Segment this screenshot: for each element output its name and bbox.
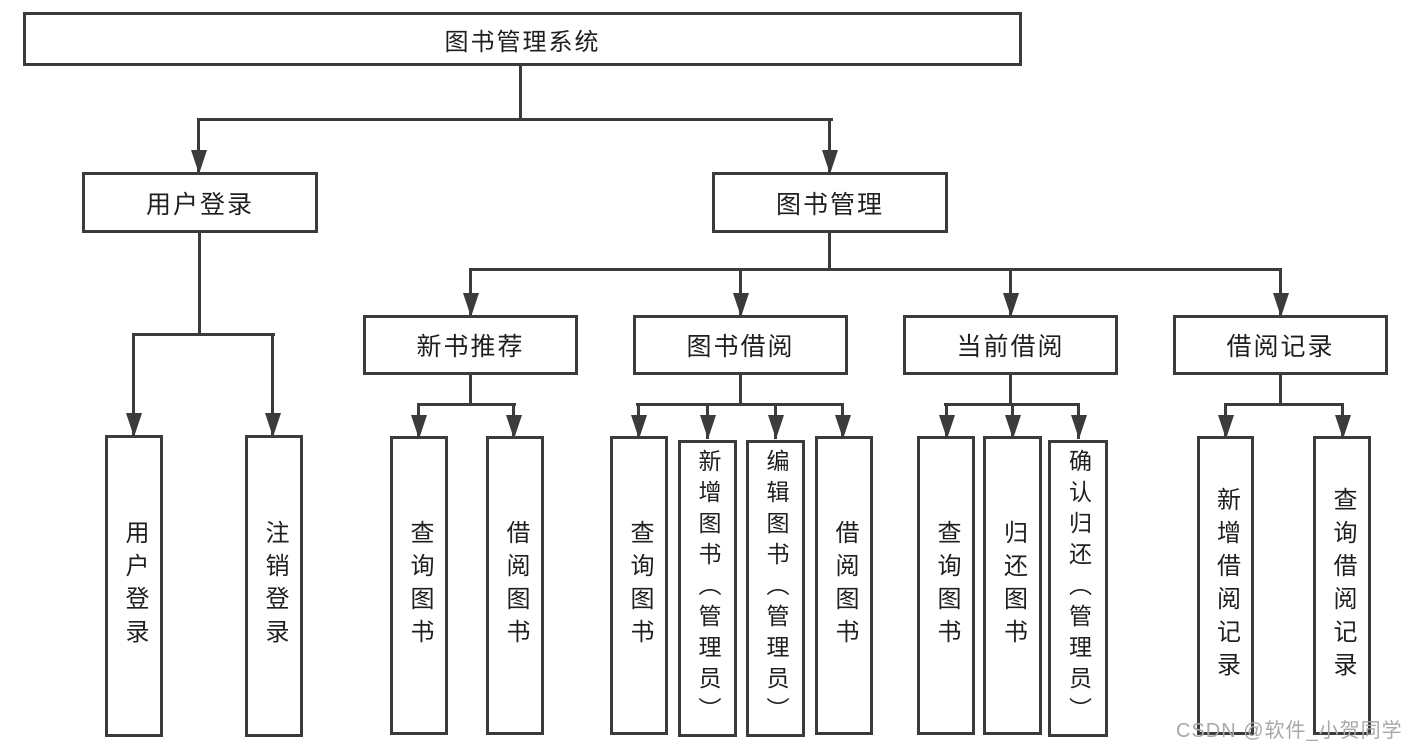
connector-v-book-management: [828, 231, 831, 271]
leaf-borrow-books-b-label: 借阅图书: [831, 519, 858, 652]
leaf-return-books: 归还图书: [983, 436, 1042, 735]
arrow-group-a-1: [417, 403, 420, 439]
leaf-borrow-books-a-label: 借阅图书: [502, 519, 529, 652]
connector-v-root: [519, 64, 522, 121]
connector-h-user-login: [132, 333, 275, 336]
node-current-borrow: 当前借阅: [903, 315, 1118, 375]
arrow-group-b-1: [637, 403, 640, 439]
arrow-group-b-3: [774, 403, 777, 439]
arrow-to-book-borrow: [739, 268, 742, 317]
node-new-book-recommend: 新书推荐: [363, 315, 578, 375]
connector-h-group-d: [1224, 403, 1344, 406]
leaf-borrow-books-b: 借阅图书: [815, 436, 873, 735]
leaf-add-borrow-record: 新增借阅记录: [1197, 436, 1254, 735]
node-book-management: 图书管理: [712, 172, 948, 233]
connector-h-level2: [469, 268, 1282, 271]
leaf-return-books-label: 归还图书: [999, 519, 1027, 652]
leaf-query-books-a: 查询图书: [390, 436, 448, 735]
node-borrow-records: 借阅记录: [1173, 315, 1388, 375]
leaf-confirm-return-admin-label: 确认归还（管理员）: [1065, 449, 1092, 728]
leaf-edit-book-admin: 编辑图书（管理员）: [746, 440, 805, 737]
leaf-add-book-admin: 新增图书（管理员）: [678, 440, 737, 737]
leaf-query-books-b: 查询图书: [610, 436, 668, 735]
connector-v-group-b: [739, 373, 742, 406]
node-user-login: 用户登录: [82, 172, 318, 233]
arrow-to-leaf-user-login: [132, 333, 135, 437]
arrow-group-a-2: [512, 403, 515, 439]
arrow-group-c-2: [1011, 403, 1014, 439]
arrow-group-d-1: [1224, 403, 1227, 439]
node-library-management-system: 图书管理系统: [23, 12, 1022, 66]
leaf-query-borrow-record: 查询借阅记录: [1313, 436, 1371, 735]
arrow-to-user-login: [197, 118, 200, 174]
arrow-to-book-management: [828, 118, 831, 174]
arrow-to-borrow-records: [1279, 268, 1282, 317]
connector-v-user-login: [198, 231, 201, 336]
connector-h-group-a: [417, 403, 516, 406]
arrow-group-b-2: [706, 403, 709, 439]
arrow-group-c-3: [1077, 403, 1080, 439]
leaf-query-borrow-record-label: 查询借阅记录: [1329, 486, 1356, 685]
arrow-to-leaf-logout: [271, 333, 274, 437]
leaf-logout-login-label: 注销登录: [261, 520, 288, 652]
connector-v-group-a: [469, 373, 472, 406]
connector-h-level1: [197, 118, 833, 121]
leaf-logout-login: 注销登录: [245, 435, 303, 737]
connector-v-group-c: [1009, 373, 1012, 406]
arrow-group-b-4: [841, 403, 844, 439]
leaf-confirm-return-admin: 确认归还（管理员）: [1048, 440, 1108, 737]
leaf-query-books-a-label: 查询图书: [406, 519, 433, 652]
leaf-user-login-label: 用户登录: [121, 520, 148, 652]
leaf-query-books-c: 查询图书: [917, 436, 975, 735]
node-book-borrow: 图书借阅: [633, 315, 848, 375]
leaf-borrow-books-a: 借阅图书: [486, 436, 544, 735]
arrow-group-c-1: [945, 403, 948, 439]
arrow-group-d-2: [1341, 403, 1344, 439]
leaf-edit-book-admin-label: 编辑图书（管理员）: [763, 449, 789, 728]
connector-v-group-d: [1279, 373, 1282, 406]
leaf-add-book-admin-label: 新增图书（管理员）: [695, 449, 721, 728]
leaf-query-books-c-label: 查询图书: [933, 519, 960, 652]
leaf-query-books-b-label: 查询图书: [626, 519, 653, 652]
arrow-to-current-borrow: [1009, 268, 1012, 317]
csdn-watermark: CSDN @软件_小贺同学: [1176, 720, 1403, 742]
connector-h-group-b: [636, 403, 844, 406]
leaf-user-login: 用户登录: [105, 435, 163, 737]
leaf-add-borrow-record-label: 新增借阅记录: [1212, 486, 1240, 685]
arrow-to-new-book-recommend: [469, 268, 472, 317]
